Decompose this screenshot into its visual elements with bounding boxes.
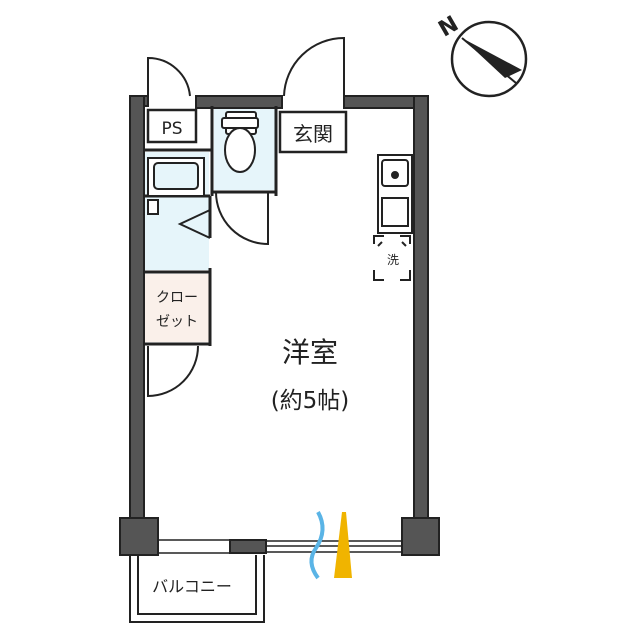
- entrance-door: [283, 36, 345, 97]
- toilet-icon: [221, 111, 259, 173]
- column-bottom-left: [119, 517, 159, 556]
- outer-walls: [119, 95, 440, 556]
- main-room-size: (約5帖): [271, 388, 350, 414]
- closet-label-line1: クロー: [156, 290, 198, 306]
- toilet-door: [215, 191, 269, 246]
- airflow-blue-icon: [309, 511, 325, 580]
- balcony-label: バルコニー: [152, 577, 232, 596]
- washer-space: [373, 235, 411, 281]
- ps-door: [147, 56, 191, 97]
- compass-needle: [461, 37, 517, 84]
- wall-left: [129, 95, 145, 521]
- kitchen-counter: [377, 154, 413, 234]
- entrance-box: [278, 110, 348, 154]
- balcony: [129, 555, 265, 623]
- main-room-label: 洋室: [282, 336, 338, 369]
- ps-label: PS: [161, 119, 182, 139]
- column-bottom-right: [401, 517, 440, 556]
- stove-icon: [381, 197, 409, 227]
- washer-label: 洗: [387, 253, 399, 267]
- bathtub-icon: [147, 157, 205, 197]
- wall-right: [413, 95, 429, 521]
- bathroom-door: [177, 209, 211, 239]
- doors: [147, 36, 345, 398]
- closet-fill: [145, 274, 209, 342]
- airflow-yellow-icon: [334, 512, 352, 578]
- ps-box: [146, 108, 198, 144]
- wall-top-middle: [195, 95, 283, 109]
- faucet-icon: [147, 199, 159, 215]
- compass: N: [435, 12, 528, 98]
- closet-door: [147, 345, 199, 398]
- entrance-label: 玄関: [293, 122, 333, 146]
- balcony-window: [158, 539, 402, 554]
- closet-label-line2: ゼット: [156, 314, 198, 330]
- wall-bottom-short: [229, 539, 267, 554]
- north-arrow-icon: [462, 38, 522, 78]
